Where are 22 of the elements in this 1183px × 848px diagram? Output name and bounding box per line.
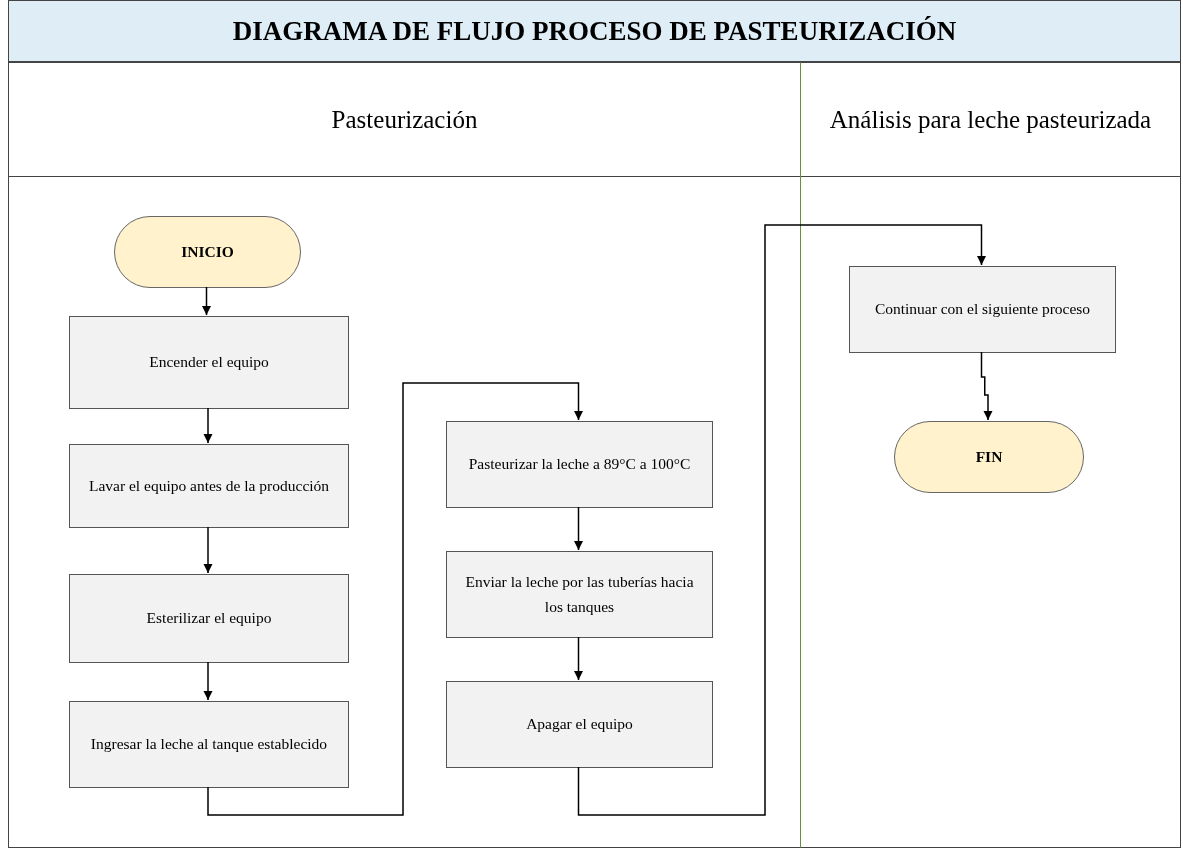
flow-arrow <box>574 636 583 681</box>
process-box: Ingresar la leche al tanque establecido <box>69 701 349 788</box>
process-box: Esterilizar el equipo <box>69 574 349 663</box>
flow-arrow <box>207 382 583 816</box>
flow-arrow <box>203 407 213 444</box>
process-box: Lavar el equipo antes de la producción <box>69 444 349 528</box>
flow-arrow <box>203 526 213 574</box>
swimlane <box>8 62 801 848</box>
process-box: Continuar con el siguiente proceso <box>849 266 1116 353</box>
flow-arrow <box>574 506 583 551</box>
flow-arrow <box>577 224 986 816</box>
swimlane <box>800 62 1181 848</box>
process-box: Enviar la leche por las tuberías hacia los tanques <box>446 551 713 638</box>
lane-header: Pasteurización <box>330 104 479 135</box>
process-box: Apagar el equipo <box>446 681 713 768</box>
flow-arrow <box>202 286 211 316</box>
process-box: Encender el equipo <box>69 316 349 409</box>
title-banner: DIAGRAMA DE FLUJO PROCESO DE PASTEURIZACIÓN <box>8 0 1181 62</box>
process-box: Pasteurizar la leche a 89°C a 100°C <box>446 421 713 508</box>
flow-arrow <box>980 351 993 421</box>
flow-arrow <box>203 661 213 701</box>
lane-header: Análisis para leche pasteurizada <box>828 104 1153 135</box>
